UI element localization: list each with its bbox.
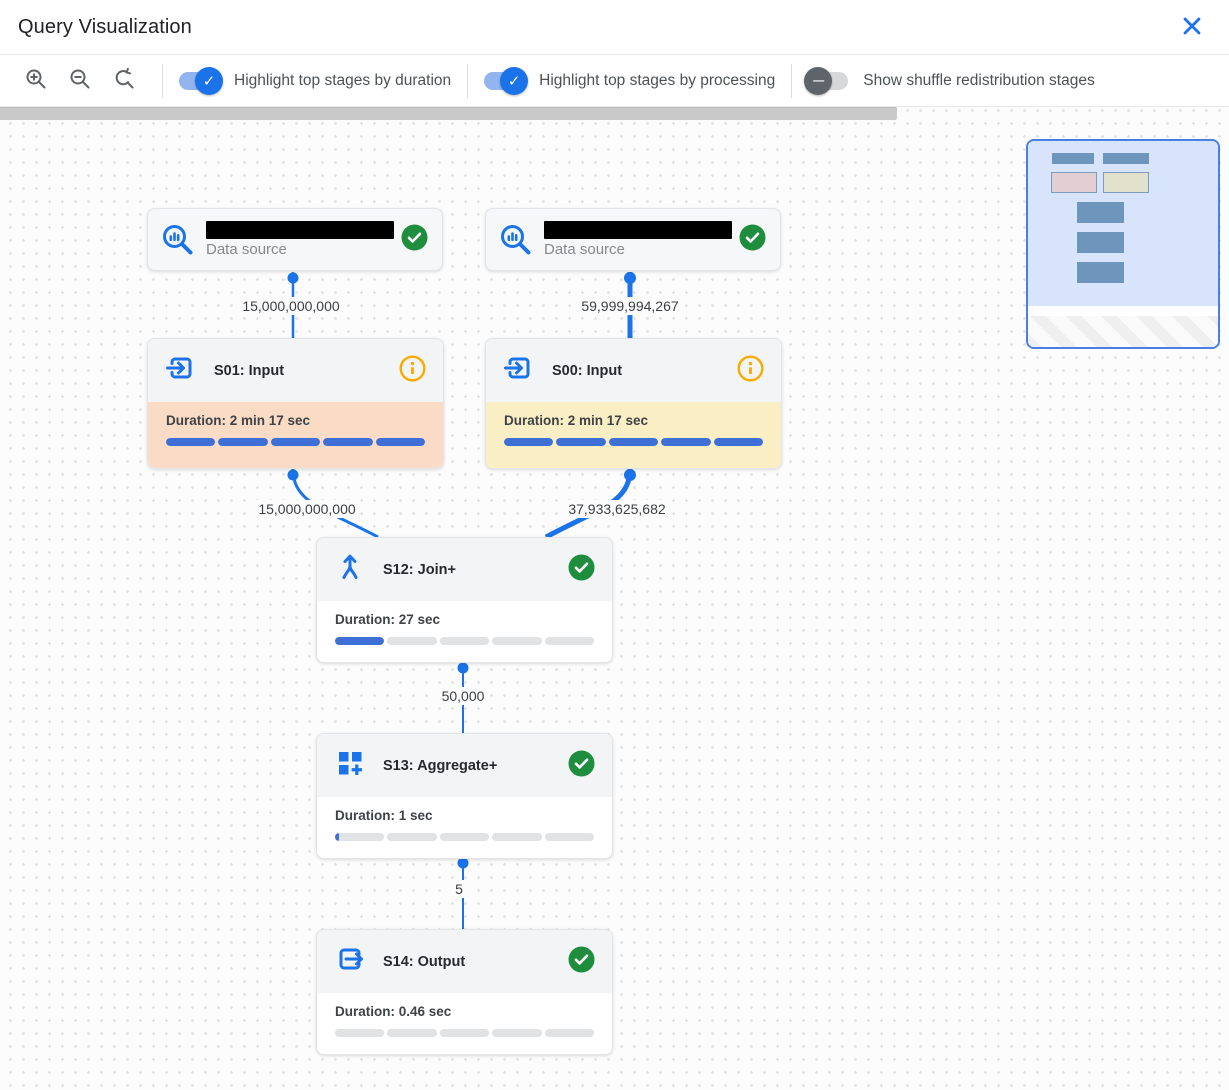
stage-duration: Duration: 2 min 17 sec (166, 413, 311, 428)
minimap-node-highlight-duration (1051, 172, 1097, 193)
edge-row-count: 50,000 (436, 687, 490, 705)
bigquery-data-source-icon (498, 222, 534, 258)
minimap-canvas-edge (1028, 306, 1218, 316)
stage-duration: Duration: 1 sec (335, 808, 433, 823)
toolbar: Highlight top stages by duration Highlig… (0, 55, 1229, 107)
toggle-label: Highlight top stages by processing (539, 71, 776, 89)
stage-duration: Duration: 2 min 17 sec (504, 413, 649, 428)
edge-row-count: 15,000,000,000 (237, 297, 345, 315)
data-source-label: Data source (544, 241, 625, 258)
output-icon (334, 943, 366, 980)
check-circle-icon (568, 554, 595, 586)
bigquery-data-source-icon (160, 222, 196, 258)
toggle-label: Show shuffle redistribution stages (863, 71, 1095, 89)
dialog-title: Query Visualization (18, 15, 192, 38)
edge-row-count: 59,999,994,267 (576, 297, 684, 315)
zoom-reset-icon (112, 67, 136, 94)
stage-duration: Duration: 0.46 sec (335, 1004, 452, 1019)
minimap-out-of-bounds (1028, 316, 1218, 347)
input-icon (165, 352, 197, 389)
check-circle-icon (568, 946, 595, 978)
zoom-out-icon (68, 67, 92, 94)
zoom-out-button[interactable] (66, 65, 94, 96)
stage-title: S12: Join+ (383, 561, 456, 578)
input-icon (503, 352, 535, 389)
toggle-label: Highlight top stages by duration (234, 71, 452, 89)
minimap-node (1103, 153, 1149, 164)
stage-duration: Duration: 27 sec (335, 612, 441, 627)
horizontal-scrollbar-thumb[interactable] (0, 107, 897, 120)
close-icon (1179, 13, 1205, 42)
stage-progress-bar (335, 1029, 595, 1037)
stage-highlight-duration: Duration: 2 min 17 sec (148, 402, 443, 468)
edge-row-count: 5 (450, 880, 468, 898)
stage-title: S01: Input (214, 362, 285, 379)
aggregate-icon (334, 747, 366, 784)
stage-progress-bar (335, 637, 595, 645)
stage-title: S00: Input (552, 362, 623, 379)
minimap-node (1077, 232, 1124, 253)
zoom-in-icon (24, 67, 48, 94)
stage-title: S13: Aggregate+ (383, 757, 498, 774)
minimap-node (1077, 262, 1124, 283)
stage-highlight-processing: Duration: 2 min 17 sec (486, 402, 781, 468)
info-icon[interactable] (737, 354, 764, 387)
info-icon[interactable] (399, 354, 426, 387)
check-circle-icon (401, 224, 428, 256)
edge-row-count: 37,933,625,682 (563, 500, 671, 518)
minimap-node (1077, 202, 1124, 223)
redacted-table-name (544, 221, 732, 239)
toolbar-divider (467, 63, 469, 98)
dialog-header: Query Visualization (0, 0, 1229, 55)
zoom-controls (14, 65, 146, 96)
stage-progress-bar (335, 833, 595, 841)
node-stage-s14[interactable]: S14: Output Duration: 0.46 sec (316, 929, 613, 1055)
node-stage-s12[interactable]: S12: Join+ Duration: 27 sec (316, 537, 613, 663)
check-circle-icon (739, 224, 766, 256)
node-stage-s01[interactable]: S01: Input Duration: 2 min 17 sec (147, 338, 444, 469)
zoom-reset-button[interactable] (110, 65, 138, 96)
toggle-switch[interactable] (484, 66, 529, 95)
close-button[interactable] (1175, 9, 1209, 46)
stage-title: S14: Output (383, 953, 466, 970)
toolbar-divider (162, 63, 163, 98)
node-data-source-1[interactable]: Data source (147, 208, 443, 271)
minimap-viewport (1028, 141, 1218, 306)
graph-minimap[interactable] (1026, 139, 1220, 349)
node-stage-s00[interactable]: S00: Input Duration: 2 min 17 sec (485, 338, 782, 469)
node-stage-s13[interactable]: S13: Aggregate+ Duration: 1 sec (316, 733, 613, 859)
minimap-node (1052, 153, 1094, 164)
join-icon (334, 551, 366, 588)
toggle-highlight-duration[interactable]: Highlight top stages by duration (179, 66, 452, 95)
toggle-highlight-processing[interactable]: Highlight top stages by processing (484, 66, 776, 95)
data-source-label: Data source (206, 241, 287, 258)
edge-row-count: 15,000,000,000 (253, 500, 361, 518)
check-circle-icon (568, 750, 595, 782)
stage-progress-bar (166, 438, 426, 446)
toggle-switch[interactable] (804, 66, 849, 95)
toggle-switch[interactable] (179, 66, 223, 95)
redacted-table-name (206, 221, 394, 239)
zoom-in-button[interactable] (22, 65, 50, 96)
toggle-shuffle-stages[interactable]: Show shuffle redistribution stages (804, 66, 1095, 95)
stage-progress-bar (504, 438, 764, 446)
node-data-source-2[interactable]: Data source (485, 208, 781, 271)
toolbar-divider (791, 63, 793, 98)
graph-canvas[interactable]: 15,000,000,000 59,999,994,267 15,000,000… (0, 107, 1229, 1090)
minimap-node-highlight-processing (1103, 172, 1149, 193)
